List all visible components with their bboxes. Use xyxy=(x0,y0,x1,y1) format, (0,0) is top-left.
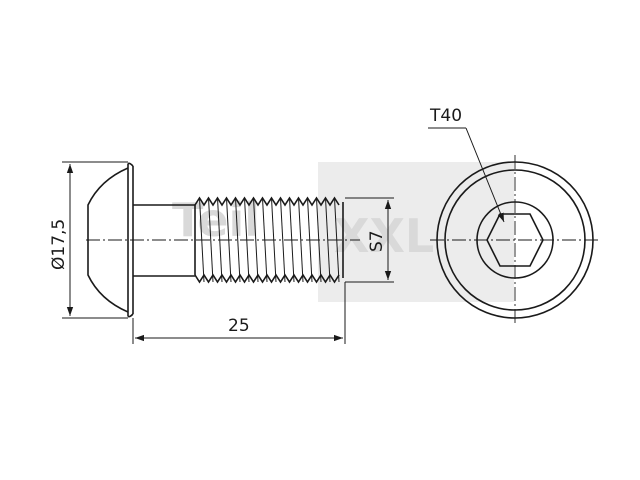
watermark-box xyxy=(318,162,514,302)
head-diameter-label: Ø17,5 xyxy=(49,219,69,270)
thread-crest-line xyxy=(253,197,259,283)
thread-crest-line xyxy=(244,197,250,283)
drive-recess xyxy=(486,213,544,267)
drive-label: T40 xyxy=(429,106,462,126)
dimension-head-diameter: Ø17,5 xyxy=(49,161,128,319)
thread-crest-line xyxy=(208,197,214,283)
thread-label: S7 xyxy=(367,230,387,252)
watermark-text-right: XXL xyxy=(334,209,434,263)
thread-crest-line xyxy=(325,197,331,283)
length-label: 25 xyxy=(228,316,250,336)
dimension-thread: S7 xyxy=(345,197,394,283)
thread xyxy=(194,196,344,284)
thread-profile-top xyxy=(194,196,340,207)
thread-crest-line xyxy=(280,197,286,283)
thread-crest-line xyxy=(298,197,304,283)
dome-circle xyxy=(476,201,554,279)
thread-crest-line xyxy=(235,197,241,283)
bolt-end-view: T40 xyxy=(428,106,600,325)
thread-crest-line xyxy=(334,197,340,283)
thread-crest-line xyxy=(226,197,232,283)
drive-leader xyxy=(465,127,505,223)
thread-crest-line xyxy=(289,197,295,283)
head-dome xyxy=(87,167,129,313)
thread-crest-line xyxy=(271,197,277,283)
head-inner-circle xyxy=(444,169,586,311)
thread-crest-line xyxy=(217,197,223,283)
dimension-length: 25 xyxy=(132,282,346,344)
head-outer-circle xyxy=(436,161,594,319)
thread-crest-line xyxy=(199,197,205,283)
bolt-side-view xyxy=(86,162,360,318)
thread-crest-line xyxy=(316,197,322,283)
thread-crest-line xyxy=(307,197,313,283)
thread-crest-line xyxy=(262,197,268,283)
